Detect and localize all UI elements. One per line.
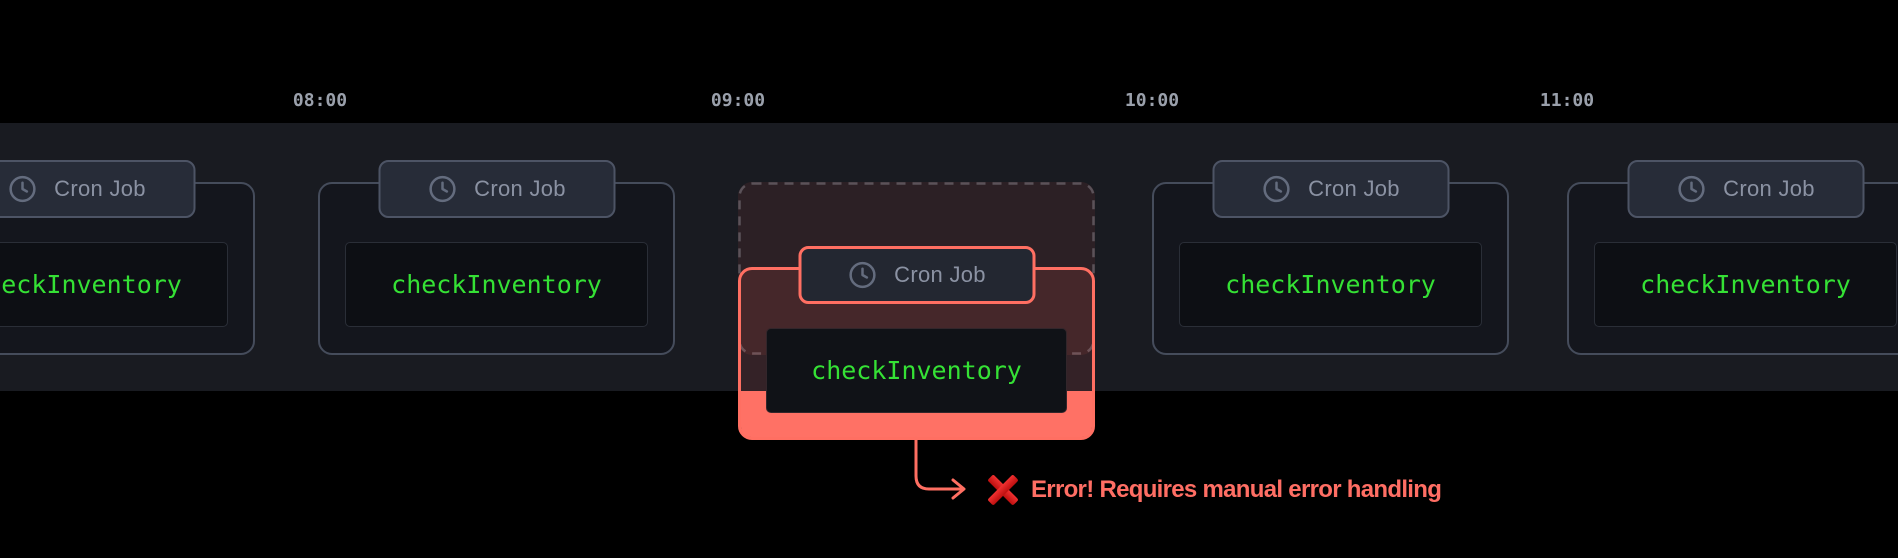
clock-icon (9, 175, 36, 203)
cron-job-badge-error: Cron Job (798, 246, 1035, 304)
function-name: checkInventory (1640, 270, 1851, 299)
cron-job-card-0900-error[interactable]: Cron Job checkInventory (738, 246, 1095, 440)
cron-job-card-1000[interactable]: Cron Job checkInventory (1152, 160, 1509, 355)
badge-label: Cron Job (54, 176, 146, 201)
cron-job-badge: Cron Job (0, 160, 195, 218)
clock-icon (1263, 175, 1290, 203)
clock-icon (1678, 175, 1705, 203)
time-label-1100: 11:00 (1539, 90, 1595, 111)
time-label-0900: 09:00 (710, 90, 766, 111)
function-name: checkInventory (391, 270, 602, 299)
cron-job-badge: Cron Job (1212, 160, 1449, 218)
cron-job-card-0700[interactable]: Cron Job checkInventory (0, 160, 255, 355)
code-box: checkInventory (345, 242, 648, 327)
error-message: Error! Requires manual error handling (1031, 476, 1442, 503)
time-label-0800: 08:00 (292, 90, 348, 111)
cron-job-badge: Cron Job (378, 160, 615, 218)
code-box: checkInventory (0, 242, 228, 327)
cron-job-card-1100[interactable]: Cron Job checkInventory (1567, 160, 1898, 355)
badge-label: Cron Job (474, 176, 566, 201)
badge-label: Cron Job (894, 262, 986, 287)
cron-job-badge: Cron Job (1627, 160, 1864, 218)
error-annotation: Error! Requires manual error handling (988, 474, 1442, 506)
function-name: checkInventory (0, 270, 182, 299)
clock-icon (849, 261, 876, 289)
error-connector-arrow (914, 436, 966, 500)
function-name: checkInventory (1225, 270, 1436, 299)
badge-label: Cron Job (1308, 176, 1400, 201)
badge-label: Cron Job (1723, 176, 1815, 201)
cron-job-card-0800[interactable]: Cron Job checkInventory (318, 160, 675, 355)
code-box: checkInventory (766, 328, 1067, 413)
function-name: checkInventory (811, 356, 1022, 385)
cross-mark-icon (988, 475, 1018, 505)
time-label-1000: 10:00 (1124, 90, 1180, 111)
code-box: checkInventory (1179, 242, 1482, 327)
clock-icon (429, 175, 456, 203)
code-box: checkInventory (1594, 242, 1897, 327)
